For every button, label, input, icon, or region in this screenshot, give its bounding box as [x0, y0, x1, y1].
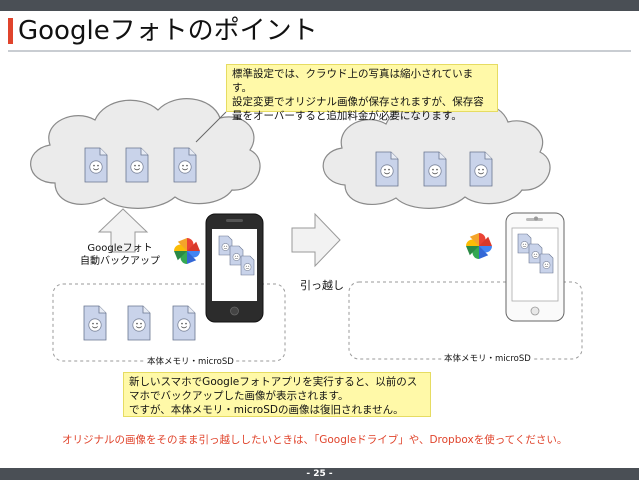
- cloud-photo-file-icon: [84, 147, 108, 183]
- title-accent-bar: [8, 18, 13, 44]
- title-divider: [8, 50, 631, 52]
- bottom-bar: - 25 -: [0, 468, 639, 480]
- storage-label-left: 本体メモリ・microSD: [145, 355, 236, 367]
- footer-note: オリジナルの画像をそのまま引っ越ししたいときは、「Googleドライブ」や、Dr…: [62, 434, 568, 446]
- arrow-right-icon: [291, 212, 341, 268]
- phone-note-line: 新しいスマホでGoogleフォトアプリを実行すると、以前のス: [129, 376, 418, 388]
- cloud-photo-file-icon: [423, 151, 447, 187]
- cloud-photo-file-icon: [125, 147, 149, 183]
- smartphone-icon: [505, 212, 565, 322]
- google-photos-pinwheel-icon: [174, 238, 200, 264]
- storage-photo-file-icon: [83, 305, 107, 341]
- cloud-photo-file-icon: [173, 147, 197, 183]
- storage-photo-file-icon: [172, 305, 196, 341]
- phone-note: 新しいスマホでGoogleフォトアプリを実行すると、以前のス マホでバックアップ…: [123, 372, 431, 417]
- phone-note-line: ですが、本体メモリ・microSDの画像は復旧されません。: [129, 404, 404, 416]
- slide-title: Googleフォトのポイント: [18, 16, 318, 46]
- arrow-up-icon: [97, 208, 149, 253]
- top-bar: [0, 0, 639, 11]
- backup-label-line: Googleフォト: [87, 243, 153, 254]
- cloud-note-line: 量をオーバーすると追加料金が必要になります。: [232, 110, 462, 122]
- note-pointer-line: [195, 111, 227, 143]
- storage-photo-file-icon: [127, 305, 151, 341]
- storage-label-right: 本体メモリ・microSD: [442, 352, 533, 364]
- cloud-note-line: 標準設定では、クラウド上の写真は縮小されています。: [232, 68, 474, 94]
- cloud-note-line: 設定変更でオリジナル画像が保存されますが、保存容: [232, 96, 484, 108]
- page-number: - 25 -: [306, 469, 333, 479]
- phone-note-line: マホでバックアップした画像が表示されます。: [129, 390, 349, 402]
- cloud-note: 標準設定では、クラウド上の写真は縮小されています。 設定変更でオリジナル画像が保…: [226, 64, 498, 122]
- cloud-photo-file-icon: [469, 151, 493, 187]
- backup-label-line: 自動バックアップ: [80, 256, 160, 267]
- cloud-photo-file-icon: [375, 151, 399, 187]
- move-label: 引っ越し: [300, 279, 344, 292]
- backup-label: Googleフォト 自動バックアップ: [76, 242, 164, 268]
- storage-box-right: [348, 281, 583, 360]
- google-photos-pinwheel-icon: [466, 233, 492, 259]
- smartphone-icon: [205, 213, 264, 323]
